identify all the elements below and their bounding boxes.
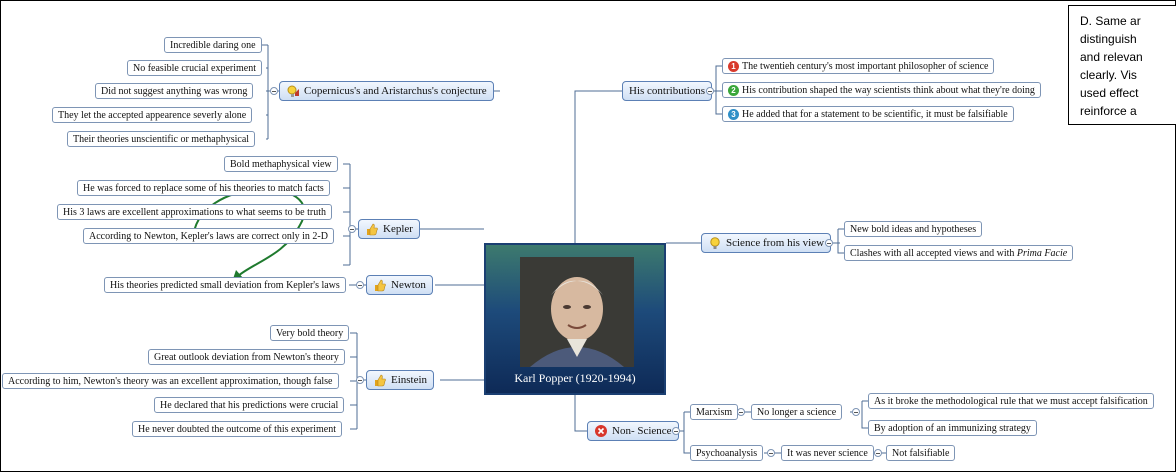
collapse-toggle-marxism-sub[interactable] <box>852 408 860 416</box>
note-callout: D. Same ar distinguish and relevan clear… <box>1068 5 1176 125</box>
science-view-item[interactable]: Clashes with all accepted views and with… <box>844 245 1074 261</box>
copernicus-item[interactable]: No feasible crucial experiment <box>127 60 262 76</box>
copernicus-item[interactable]: Did not suggest anything was wrong <box>95 83 254 99</box>
copernicus-item[interactable]: They let the accepted appearence severly… <box>52 107 253 123</box>
psychoanalysis-node[interactable]: Psychoanalysis <box>690 445 764 461</box>
collapse-toggle-kepler[interactable] <box>348 225 356 233</box>
topic-non-science[interactable]: Non- Science <box>587 421 679 441</box>
priority-3-icon: 3 <box>728 109 739 121</box>
copernicus-item[interactable]: Their theories unscientific or methaphys… <box>67 131 256 147</box>
collapse-toggle-psychoanalysis[interactable] <box>767 449 775 457</box>
topic-einstein-label: Einstein <box>391 374 428 386</box>
portrait-photo <box>520 257 634 367</box>
collapse-toggle-copernicus[interactable] <box>270 87 278 95</box>
marxism-reason[interactable]: As it broke the methodological rule that… <box>868 393 1154 409</box>
thumbs-up-icon <box>375 279 386 292</box>
collapse-toggle-contributions[interactable] <box>706 87 714 95</box>
einstein-item[interactable]: He never doubted the outcome of this exp… <box>132 421 342 437</box>
topic-science-view[interactable]: Science from his view <box>701 233 832 253</box>
topic-kepler-label: Kepler <box>383 223 413 235</box>
psychoanalysis-reason[interactable]: Not falsifiable <box>886 445 956 461</box>
einstein-item[interactable]: He declared that his predictions were cr… <box>154 397 345 413</box>
topic-non-science-label: Non- Science <box>612 425 672 437</box>
contribution-item-1-text: The twentieh century's most important ph… <box>742 61 989 72</box>
central-topic-title: Karl Popper (1920-1994) <box>514 371 636 385</box>
topic-copernicus[interactable]: Copernicus's and Aristarchus's conjectur… <box>279 81 494 101</box>
marxism-reason[interactable]: By adoption of an immunizing strategy <box>868 420 1037 436</box>
thumbs-up-icon <box>375 374 386 387</box>
collapse-toggle-einstein[interactable] <box>356 376 364 384</box>
kepler-item[interactable]: His 3 laws are excellent approximations … <box>57 204 332 220</box>
copernicus-item[interactable]: Incredible daring one <box>164 37 262 53</box>
collapse-toggle-newton[interactable] <box>356 281 364 289</box>
newton-item[interactable]: His theories predicted small deviation f… <box>104 277 346 293</box>
kepler-item[interactable]: According to Newton, Kepler's laws are c… <box>83 228 334 244</box>
topic-newton-label: Newton <box>391 279 426 291</box>
collapse-toggle-marxism[interactable] <box>737 408 745 416</box>
kepler-item[interactable]: He was forced to replace some of his the… <box>77 180 330 196</box>
marxism-sub-node[interactable]: No longer a science <box>751 404 843 420</box>
collapse-toggle-science-view[interactable] <box>825 239 833 247</box>
contribution-item-3-text: He added that for a statement to be scie… <box>742 109 1008 120</box>
marxism-node[interactable]: Marxism <box>690 404 739 420</box>
topic-einstein[interactable]: Einstein <box>366 370 435 390</box>
einstein-item[interactable]: According to him, Newton's theory was an… <box>2 373 339 389</box>
topic-science-view-label: Science from his view <box>726 237 825 249</box>
einstein-item[interactable]: Very bold theory <box>270 325 350 341</box>
collapse-toggle-non-science[interactable] <box>672 427 680 435</box>
kepler-item[interactable]: Bold methaphysical view <box>224 156 338 172</box>
topic-newton[interactable]: Newton <box>366 275 433 295</box>
lightbulb-thumbs-icon <box>287 85 299 97</box>
science-view-item-text: Clashes with all accepted views and with <box>850 248 1015 259</box>
collapse-toggle-psychoanalysis-sub[interactable] <box>874 449 882 457</box>
science-view-item-italic: Prima Facie <box>1016 248 1068 259</box>
thumbs-up-icon <box>367 223 378 236</box>
topic-his-contributions-label: His contributions <box>629 85 706 97</box>
psychoanalysis-sub-node[interactable]: It was never science <box>781 445 874 461</box>
priority-1-icon: 1 <box>728 61 739 73</box>
priority-2-icon: 2 <box>728 85 739 97</box>
lightbulb-icon <box>710 237 720 249</box>
science-view-item[interactable]: New bold ideas and hypotheses <box>844 221 983 237</box>
cancel-icon <box>595 425 607 437</box>
topic-his-contributions[interactable]: His contributions <box>622 81 713 101</box>
topic-kepler[interactable]: Kepler <box>358 219 420 239</box>
central-topic[interactable]: Karl Popper (1920-1994) <box>484 243 666 395</box>
topic-copernicus-label: Copernicus's and Aristarchus's conjectur… <box>304 85 487 97</box>
contribution-item-2-text: His contribution shaped the way scientis… <box>742 85 1035 96</box>
einstein-item[interactable]: Great outlook deviation from Newton's th… <box>148 349 345 365</box>
